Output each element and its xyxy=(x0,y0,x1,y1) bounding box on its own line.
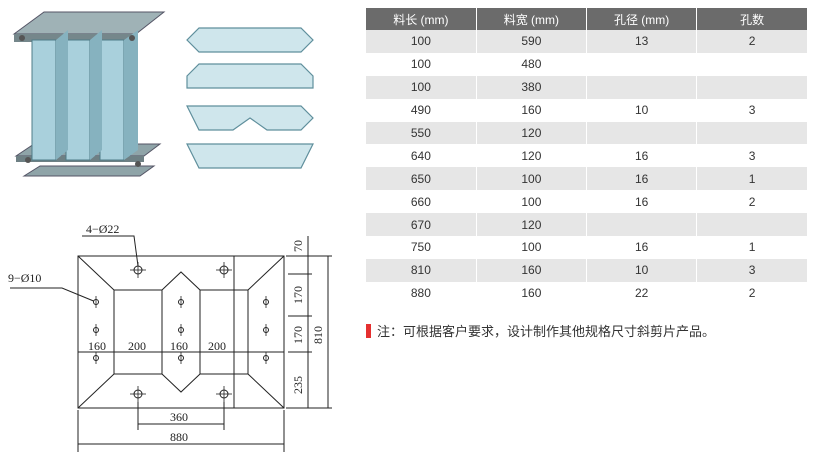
dim-160-left: 160 xyxy=(88,339,106,353)
sheet-shape-4 xyxy=(186,143,314,169)
sheet-shape-1 xyxy=(186,27,314,53)
table-cell: 160 xyxy=(476,281,588,305)
column-header-hole-count: 孔数 xyxy=(696,8,807,30)
sheet-shape-2 xyxy=(186,63,314,89)
table-cell: 10 xyxy=(586,98,698,122)
table-cell: 160 xyxy=(476,98,588,122)
table-cell: 16 xyxy=(586,236,698,259)
table-cell: 100 xyxy=(366,30,477,53)
table-cell xyxy=(696,75,807,99)
note-text: 注：可根据客户要求，设计制作其他规格尺寸斜剪片产品。 xyxy=(377,324,716,339)
table-cell xyxy=(586,52,698,76)
table-cell: 13 xyxy=(586,30,698,53)
dim-170-top: 170 xyxy=(291,286,305,304)
table-cell: 120 xyxy=(476,144,588,168)
table-cell: 670 xyxy=(366,213,477,237)
table-cell: 640 xyxy=(366,144,477,168)
column-header-length: 料长 (mm) xyxy=(366,8,477,30)
table-cell xyxy=(586,121,698,145)
table-cell xyxy=(696,213,807,237)
lamination-sheet-shapes xyxy=(186,27,314,169)
dim-170-bottom: 170 xyxy=(291,326,305,344)
table-cell xyxy=(696,121,807,145)
table-cell: 480 xyxy=(476,52,588,76)
table-cell: 100 xyxy=(476,236,588,259)
table-cell: 1 xyxy=(696,167,807,191)
table-cell: 550 xyxy=(366,121,477,145)
table-cell: 380 xyxy=(476,75,588,99)
table-cell: 2 xyxy=(696,281,807,305)
dim-235: 235 xyxy=(291,376,305,394)
table-cell: 100 xyxy=(476,190,588,214)
label-holes-large: 4−Ø22 xyxy=(86,222,119,236)
table-cell: 120 xyxy=(476,121,588,145)
dim-360: 360 xyxy=(170,410,188,424)
table-cell: 100 xyxy=(366,52,477,76)
column-header-width: 料宽 (mm) xyxy=(476,8,588,30)
table-cell: 120 xyxy=(476,213,588,237)
dim-200-right: 200 xyxy=(208,339,226,353)
table-cell: 880 xyxy=(366,281,477,305)
note: 注：可根据客户要求，设计制作其他规格尺寸斜剪片产品。 xyxy=(366,321,715,340)
transformer-core-image xyxy=(12,11,166,177)
column-header-hole-diameter: 孔径 (mm) xyxy=(586,8,698,30)
table-cell: 10 xyxy=(586,258,698,282)
table-cell: 650 xyxy=(366,167,477,191)
table-cell: 590 xyxy=(476,30,588,53)
table-header-row: 料长 (mm) 料宽 (mm) 孔径 (mm) 孔数 xyxy=(366,8,807,30)
dim-160-mid: 160 xyxy=(170,339,188,353)
dim-880: 880 xyxy=(170,430,188,444)
table-cell: 22 xyxy=(586,281,698,305)
table-cell: 810 xyxy=(366,258,477,282)
table-cell xyxy=(586,213,698,237)
table-cell xyxy=(586,75,698,99)
table-cell: 100 xyxy=(366,75,477,99)
table-cell: 16 xyxy=(586,167,698,191)
table-cell: 100 xyxy=(476,167,588,191)
technical-drawing: 4−Ø22 9−Ø10 160 200 160 200 360 880 70 1… xyxy=(8,222,332,452)
table-cell: 1 xyxy=(696,236,807,259)
note-accent-bar xyxy=(366,323,371,338)
table-cell: 16 xyxy=(586,144,698,168)
dim-200-left: 200 xyxy=(128,339,146,353)
table-cell: 160 xyxy=(476,258,588,282)
table-cell: 490 xyxy=(366,98,477,122)
dim-70: 70 xyxy=(291,240,305,252)
sheet-shape-3 xyxy=(186,105,314,131)
table-cell: 660 xyxy=(366,190,477,214)
table-cell: 3 xyxy=(696,144,807,168)
table-cell: 2 xyxy=(696,190,807,214)
table-cell: 3 xyxy=(696,98,807,122)
table-cell xyxy=(696,52,807,76)
table-cell: 2 xyxy=(696,30,807,53)
label-holes-small: 9−Ø10 xyxy=(8,271,41,285)
dim-810: 810 xyxy=(311,326,325,344)
table-cell: 16 xyxy=(586,190,698,214)
table-cell: 750 xyxy=(366,236,477,259)
table-cell: 3 xyxy=(696,258,807,282)
